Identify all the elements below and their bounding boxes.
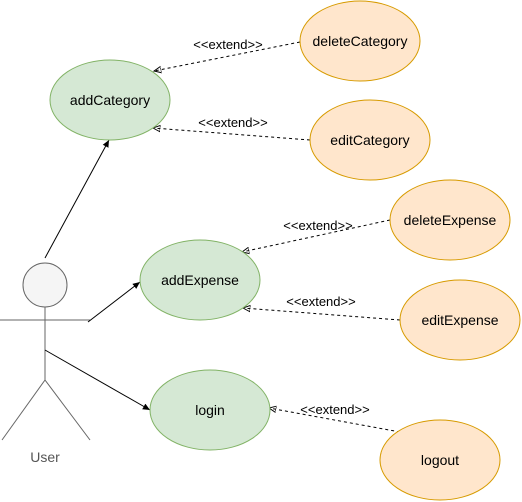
extend-label-deletecategory: <<extend>> bbox=[193, 37, 262, 52]
use-case-addexpense[interactable]: addExpense bbox=[139, 239, 261, 321]
extend-label-editcategory: <<extend>> bbox=[198, 115, 267, 130]
use-case-label: editCategory bbox=[330, 132, 409, 148]
actor-head bbox=[22, 262, 68, 308]
extend-editexpense bbox=[243, 308, 401, 321]
use-case-addcategory[interactable]: addCategory bbox=[49, 59, 171, 141]
use-case-label: editExpense bbox=[421, 312, 498, 328]
use-case-label: deleteExpense bbox=[404, 212, 497, 228]
use-case-logout[interactable]: logout bbox=[379, 419, 501, 501]
use-case-label: logout bbox=[421, 452, 459, 468]
use-case-label: addExpense bbox=[161, 272, 239, 288]
use-case-login[interactable]: login bbox=[149, 369, 271, 451]
extend-label-deleteexpense: <<extend>> bbox=[283, 218, 352, 233]
use-case-label: deleteCategory bbox=[313, 33, 408, 49]
extend-deleteexpense bbox=[242, 219, 391, 252]
actor-right-leg bbox=[44, 379, 91, 441]
association-login bbox=[44, 349, 151, 411]
use-case-deletecategory[interactable]: deleteCategory bbox=[299, 0, 421, 82]
extend-editcategory bbox=[153, 128, 311, 141]
use-case-label: login bbox=[195, 402, 225, 418]
use-case-editexpense[interactable]: editExpense bbox=[399, 279, 521, 361]
association-addexpense bbox=[87, 281, 141, 323]
extend-label-logout: <<extend>> bbox=[300, 402, 369, 417]
use-case-editcategory[interactable]: editCategory bbox=[309, 99, 431, 181]
use-case-label: addCategory bbox=[70, 92, 150, 108]
use-case-deleteexpense[interactable]: deleteExpense bbox=[389, 179, 511, 261]
actor-user: User bbox=[0, 262, 91, 465]
actor-left-leg bbox=[1, 379, 46, 441]
extend-logout bbox=[269, 408, 401, 433]
extend-deletecategory bbox=[154, 41, 301, 71]
extend-label-editexpense: <<extend>> bbox=[286, 294, 355, 309]
association-addcategory bbox=[44, 139, 110, 259]
actor-label: User bbox=[30, 449, 60, 465]
